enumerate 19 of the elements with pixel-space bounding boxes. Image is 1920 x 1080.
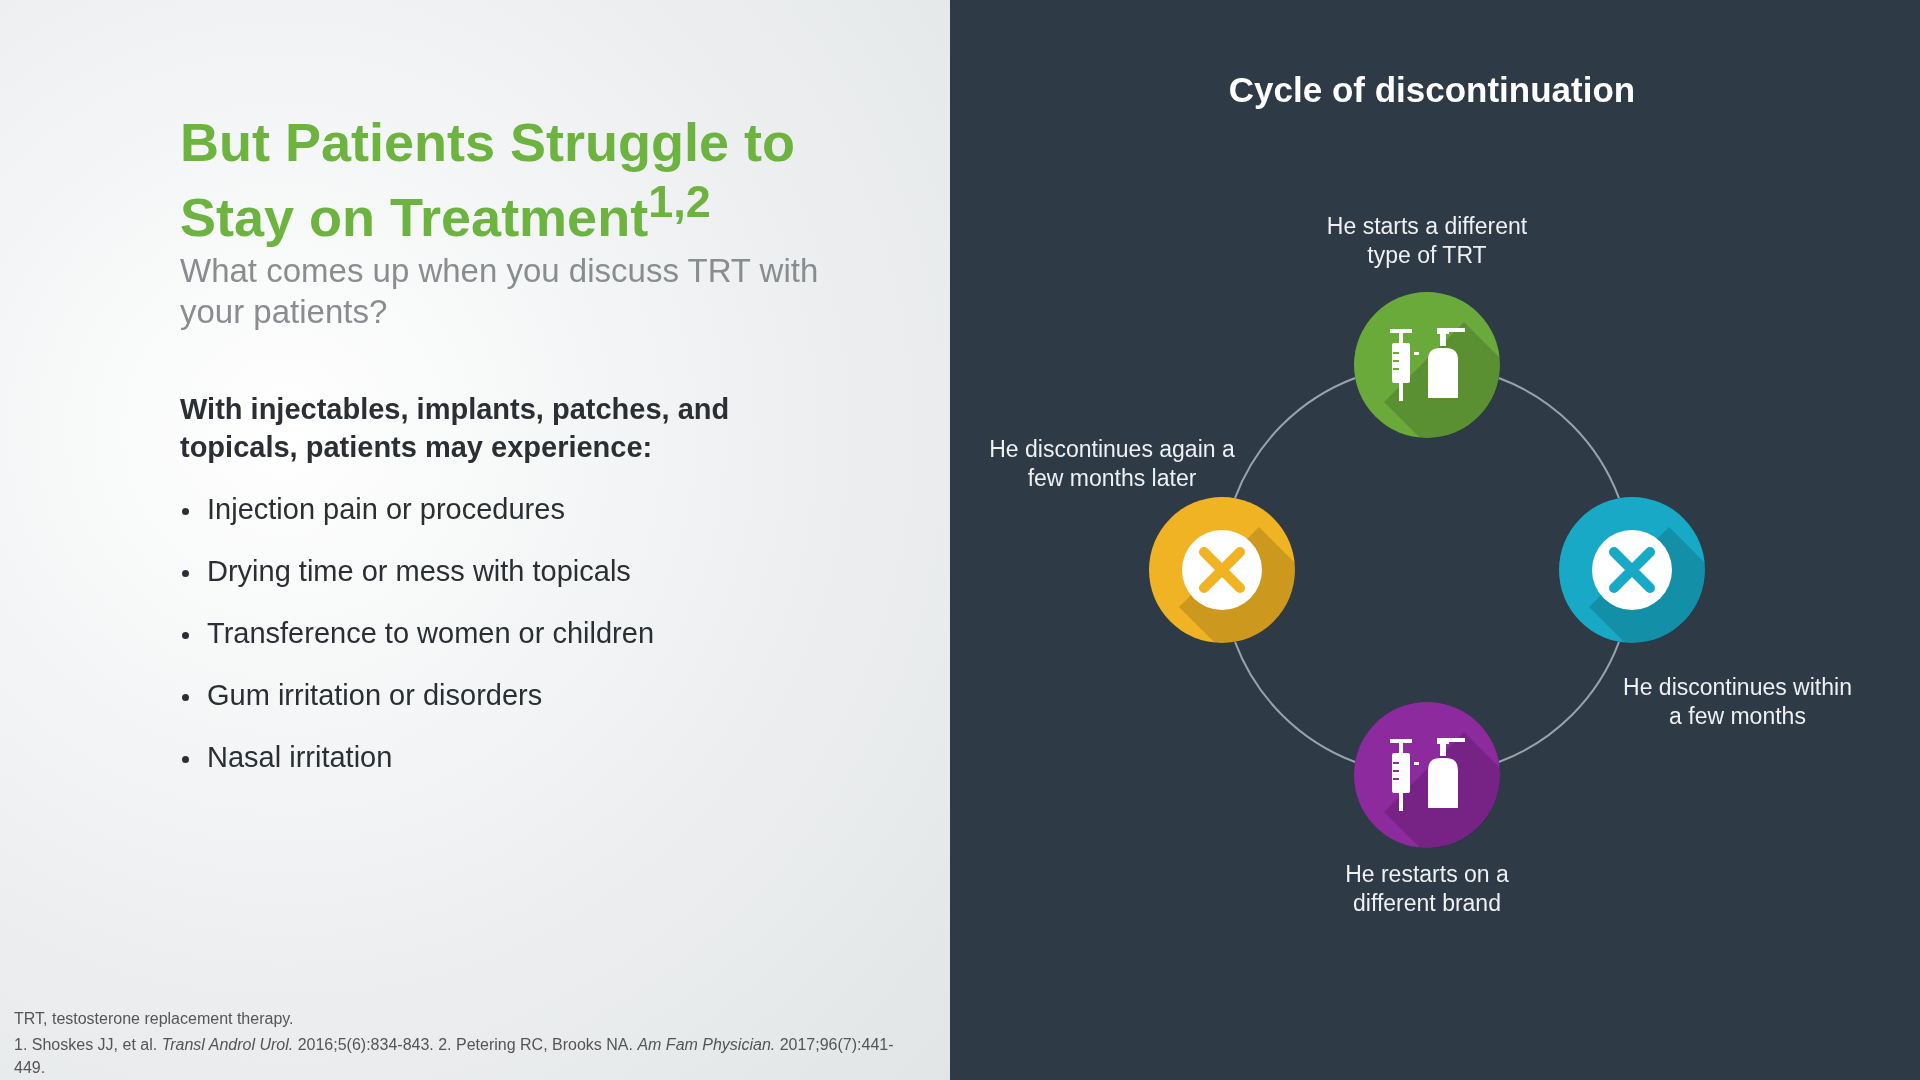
- circle-caption: He restarts on a different brand: [1344, 860, 1510, 918]
- circle-caption: He discontinues within a few months: [1622, 673, 1853, 731]
- connector-arc: [1234, 640, 1357, 763]
- bullet-text: Injection pain or procedures: [207, 493, 565, 526]
- bullet-text: Transference to women or children: [207, 617, 655, 650]
- bullet-text: Gum irritation or disorders: [207, 679, 543, 712]
- bullet-text: Nasal irritation: [207, 741, 393, 774]
- subtitle: What comes up when you discuss TRT with your patients?: [180, 251, 820, 332]
- footnote: 1. Shoskes JJ, et al. Transl Androl Urol. 2016;5(6):834-843. 2. Petering RC, Brooks NA. Am Fam Physician. 2017;96(7):441-449.: [14, 1035, 895, 1078]
- lead-text: With injectables, implants, patches, and topicals, patients may experience:: [180, 392, 731, 465]
- connector-arc: [1497, 640, 1620, 763]
- footnote: TRT, testosterone replacement therapy.: [14, 1010, 294, 1028]
- slide-title: But Patients Struggle to Stay on Treatment$^{1,2}$: [180, 112, 796, 247]
- circle-caption: He starts a different type of TRT: [1325, 212, 1529, 270]
- circle-caption: He discontinues again a few months later: [988, 435, 1236, 493]
- connector-arc: [1497, 377, 1620, 500]
- bullet-text: Drying time or mess with topicals: [207, 555, 631, 588]
- connector-arc: [1234, 377, 1357, 500]
- panel-heading: Cycle of discontinuation: [1227, 70, 1637, 110]
